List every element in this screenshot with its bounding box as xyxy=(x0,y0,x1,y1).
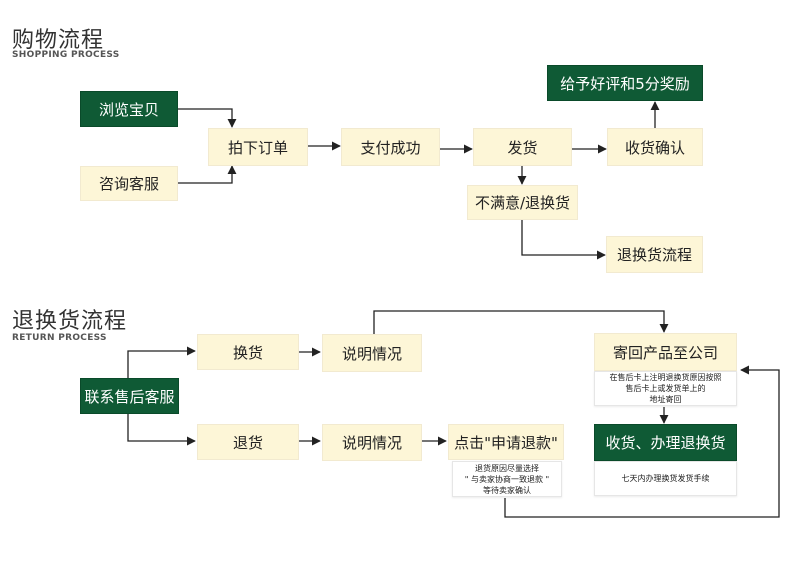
arrow-contact-to-exchange xyxy=(127,346,196,378)
arrow-explain-to-mail xyxy=(373,310,669,334)
shopping-subtitle: SHOPPING PROCESS xyxy=(12,50,120,60)
node-review: 给予好评和5分奖励 xyxy=(547,65,703,101)
node-apply-refund: 点击"申请退款" xyxy=(448,424,564,460)
arrow-browse-to-order xyxy=(178,108,237,128)
note-apply-line: 退货原因尽量选择 xyxy=(474,463,539,473)
note-mail-line: 售后卡上或发货单上的 xyxy=(625,384,706,393)
node-consult: 咨询客服 xyxy=(80,166,178,201)
node-explain-refund: 说明情况 xyxy=(322,424,422,461)
node-ship: 发货 xyxy=(473,128,572,166)
arrow-contact-to-refund xyxy=(127,414,196,446)
node-refund: 退货 xyxy=(197,424,299,460)
node-order: 拍下订单 xyxy=(208,128,308,166)
node-contact-service: 联系售后客服 xyxy=(80,378,179,414)
node-exchange: 换货 xyxy=(197,334,299,370)
note-mail-line: 在售后卡上注明退换货原因按照 xyxy=(609,373,722,382)
node-return-flow: 退换货流程 xyxy=(606,236,703,273)
return-subtitle: RETURN PROCESS xyxy=(12,333,107,343)
arrow-apply-to-mail xyxy=(504,365,780,518)
arrow-consult-to-order xyxy=(178,165,237,184)
note-apply-line: 等待卖家确认 xyxy=(482,485,531,495)
shopping-title: 购物流程 xyxy=(12,28,105,53)
node-browse: 浏览宝贝 xyxy=(80,91,178,127)
node-mail-back: 寄回产品至公司 xyxy=(594,333,737,371)
return-title: 退换货流程 xyxy=(12,309,128,334)
node-receive-process: 收货、办理退换货 xyxy=(594,424,737,461)
note-receive-process: 七天内办理换货发货手续 xyxy=(594,461,737,496)
note-apply-refund: 退货原因尽量选择 " 与卖家协商一致退款 " 等待卖家确认 xyxy=(452,461,562,497)
node-unsatisfied: 不满意/退换货 xyxy=(467,185,578,220)
note-apply-line: " 与卖家协商一致退款 " xyxy=(464,474,550,484)
node-pay: 支付成功 xyxy=(341,128,440,166)
note-mail-back: 在售后卡上注明退换货原因按照 售后卡上或发货单上的 地址寄回 xyxy=(594,371,737,406)
note-receive-line: 七天内办理换货发货手续 xyxy=(621,474,710,483)
note-mail-line: 地址寄回 xyxy=(649,395,682,404)
node-confirm: 收货确认 xyxy=(607,128,703,166)
arrow-unsatisfied-to-returnflow xyxy=(521,220,606,260)
node-explain-exchange: 说明情况 xyxy=(322,334,422,372)
